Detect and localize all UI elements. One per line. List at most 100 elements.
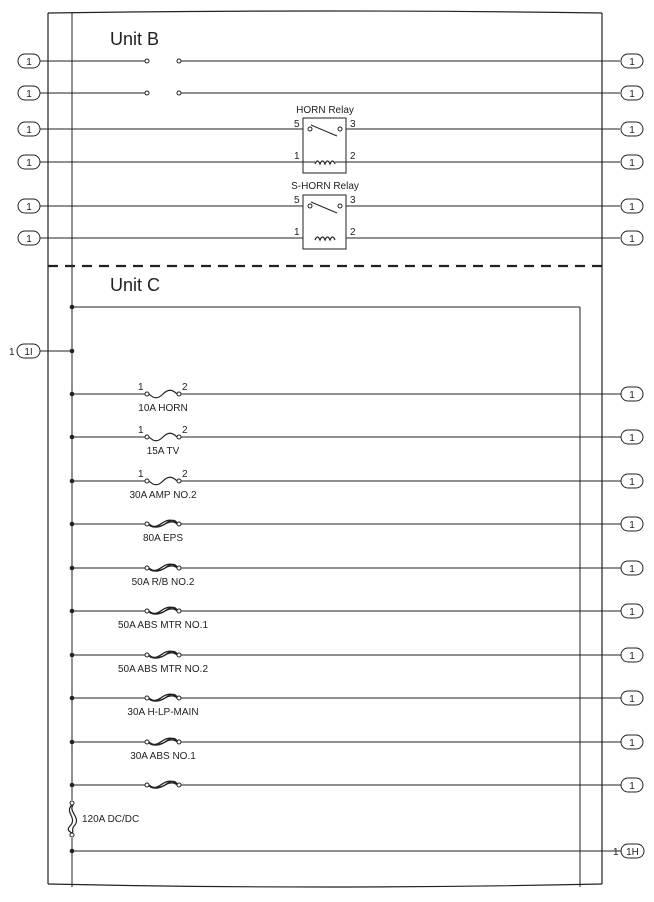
fuse-terminal: [144, 391, 150, 397]
unit-b-connectors: 1 1 1 1 1 1 1 1 1 1 1 1: [17, 53, 644, 246]
fuse-terminal: [144, 521, 150, 527]
svg-text:1: 1: [26, 158, 32, 169]
connector-label: 1: [629, 607, 635, 618]
fuse-label: 30A ABS NO.1: [130, 751, 196, 762]
fusible-link-symbol: [149, 565, 178, 572]
horn-relay: HORN Relay 5 3 1 2: [294, 105, 356, 174]
connector-right: [620, 734, 644, 750]
fuse-terminal: [176, 565, 182, 571]
svg-text:1: 1: [629, 125, 635, 136]
fusible-link-symbol: [149, 739, 178, 746]
junction-dot: [69, 739, 75, 745]
connector-left: 1: [17, 53, 41, 69]
fuse-terminal: [176, 652, 182, 658]
unit-c-input: 1 1I: [9, 304, 75, 359]
unit-c-output: 1 1H: [69, 843, 645, 859]
relay-pin-3: 3: [350, 119, 356, 130]
fuse-label: 80A EPS: [143, 533, 183, 544]
relay-name: HORN Relay: [296, 105, 354, 116]
junction-dot: [69, 695, 75, 701]
junction-dot: [69, 652, 75, 658]
fuse-terminal: [176, 608, 182, 614]
fuse-terminal: [144, 739, 150, 745]
output-pin: 1: [613, 847, 619, 858]
junction-dot: [69, 478, 75, 484]
connector-label: 1: [629, 477, 635, 488]
connector-right: [620, 429, 644, 445]
relay-pin-5: 5: [294, 119, 300, 130]
connector-left: 1: [17, 154, 41, 170]
connector-right: [620, 560, 644, 576]
connector-label: 1: [629, 390, 635, 401]
connector-right: [620, 473, 644, 489]
connector-label: 1: [629, 564, 635, 575]
relay-pin-2: 2: [350, 151, 356, 162]
connector-left: 1: [17, 198, 41, 214]
fuse-row: 30A ABS NO.11: [69, 734, 644, 762]
relay-pin-2: 2: [350, 227, 356, 238]
fuse-terminal: [144, 434, 150, 440]
fuse-terminal: [144, 608, 150, 614]
connector-right: [620, 516, 644, 532]
fuse-terminal: [176, 782, 182, 788]
input-connector: [16, 343, 41, 359]
svg-text:1: 1: [629, 202, 635, 213]
switch-contact: [144, 90, 150, 96]
fuse-pin-right: 2: [182, 425, 188, 436]
junction-dot: [69, 521, 75, 527]
fuse-terminal: [144, 695, 150, 701]
svg-text:1: 1: [26, 125, 32, 136]
connector-label: 1: [629, 520, 635, 531]
fuse-label: 50A ABS MTR NO.1: [118, 620, 208, 631]
relay-pin-5: 5: [294, 195, 300, 206]
relay-pin-1: 1: [294, 227, 300, 238]
fusible-link-symbol: [149, 521, 178, 528]
connector-right: 1: [620, 85, 644, 101]
s-horn-relay: S-HORN Relay 5 3 1 2: [291, 181, 359, 250]
fuse-label: 50A ABS MTR NO.2: [118, 664, 208, 675]
svg-text:1: 1: [26, 234, 32, 245]
connector-right: [620, 690, 644, 706]
fuse-symbol: [148, 476, 178, 486]
connector-label: 1: [629, 651, 635, 662]
fusible-link-symbol: [149, 782, 178, 789]
fuse-pin-right: 2: [182, 469, 188, 480]
fuse-terminal: [176, 739, 182, 745]
dcdc-fuse: 120A DC/DC: [67, 800, 139, 838]
svg-text:1: 1: [26, 57, 32, 68]
fuse-terminal: [144, 782, 150, 788]
fusible-link-symbol: [149, 608, 178, 615]
junction-dot: [69, 434, 75, 440]
relay-pin-1: 1: [294, 151, 300, 162]
fuse-label: 10A HORN: [138, 403, 187, 414]
fuse-label: 15A TV: [147, 446, 180, 457]
fuse-symbol: [148, 432, 178, 442]
junction-dot: [69, 782, 75, 788]
input-connector-label: 1I: [24, 347, 32, 358]
connector-label: 1: [629, 781, 635, 792]
connector-right: 1: [620, 121, 644, 137]
switch-contact: [176, 58, 182, 64]
junction-dot: [69, 391, 75, 397]
fuse-terminal: [144, 565, 150, 571]
connector-right: 1: [620, 198, 644, 214]
svg-text:1: 1: [26, 89, 32, 100]
fuse-row: 50A ABS MTR NO.2 1: [69, 647, 644, 675]
connector-left: 1: [17, 85, 41, 101]
fuse-terminal: [144, 652, 150, 658]
fusible-link-symbol: [149, 695, 178, 702]
svg-text:1: 1: [629, 89, 635, 100]
fuse-label: 30A H-LP-MAIN: [127, 707, 198, 718]
svg-text:1: 1: [26, 202, 32, 213]
fuse-terminal: [176, 521, 182, 527]
fuse-terminal: [176, 391, 182, 397]
fuse-label: 30A AMP NO.2: [129, 490, 197, 501]
fuse-terminal: [176, 434, 182, 440]
connector-left: 1: [17, 121, 41, 137]
connector-left: 1: [17, 230, 41, 246]
